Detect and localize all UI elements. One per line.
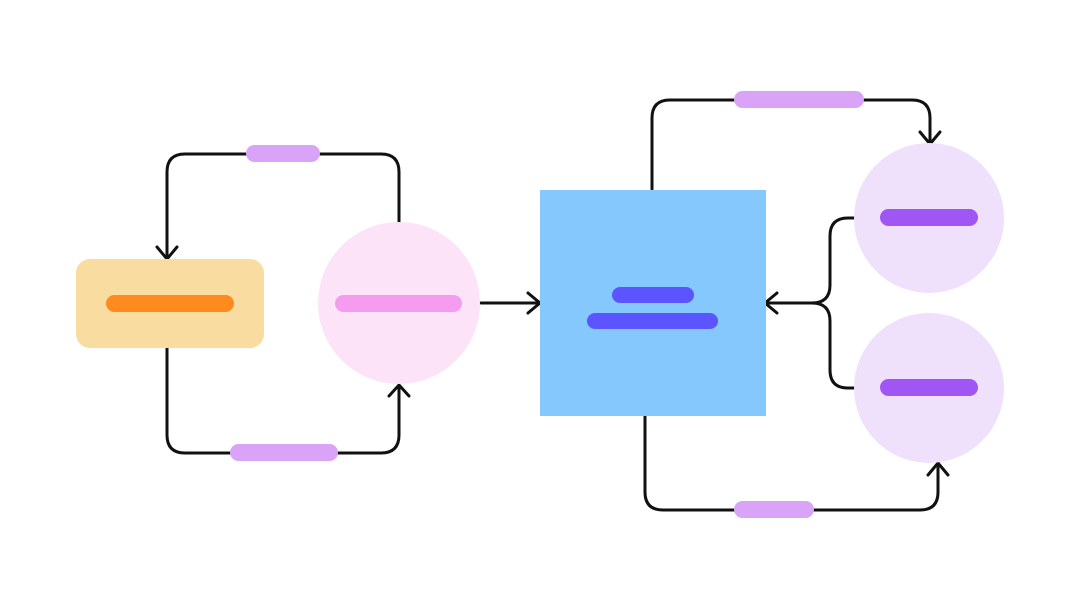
- edge-label-pill-bottom-left: [230, 444, 338, 461]
- lavender-circle-top-text-line: [880, 209, 978, 226]
- arrowhead-into-bottom-circle: [926, 461, 950, 477]
- arrowhead-into-pink-circle: [387, 383, 411, 398]
- blue-square-text-line-2: [587, 313, 718, 329]
- node-orange-box: [76, 259, 264, 348]
- node-lavender-circle-bottom: [854, 313, 1004, 463]
- node-blue-square: [540, 190, 766, 416]
- pink-circle-text-line: [335, 295, 462, 312]
- edge-label-pill-top-right: [734, 91, 864, 108]
- node-pink-circle: [318, 222, 480, 384]
- edge-label-pill-top-left: [246, 145, 320, 162]
- edge-circles-merge-to-blue: [764, 216, 857, 390]
- orange-box-text-line: [106, 295, 234, 312]
- edge-labels: [230, 91, 864, 518]
- lavender-circle-bottom-text-line: [880, 379, 978, 396]
- edge-label-pill-bottom-right: [734, 501, 814, 518]
- blue-square-text-line-1: [612, 287, 694, 303]
- node-lavender-circle-top: [854, 143, 1004, 293]
